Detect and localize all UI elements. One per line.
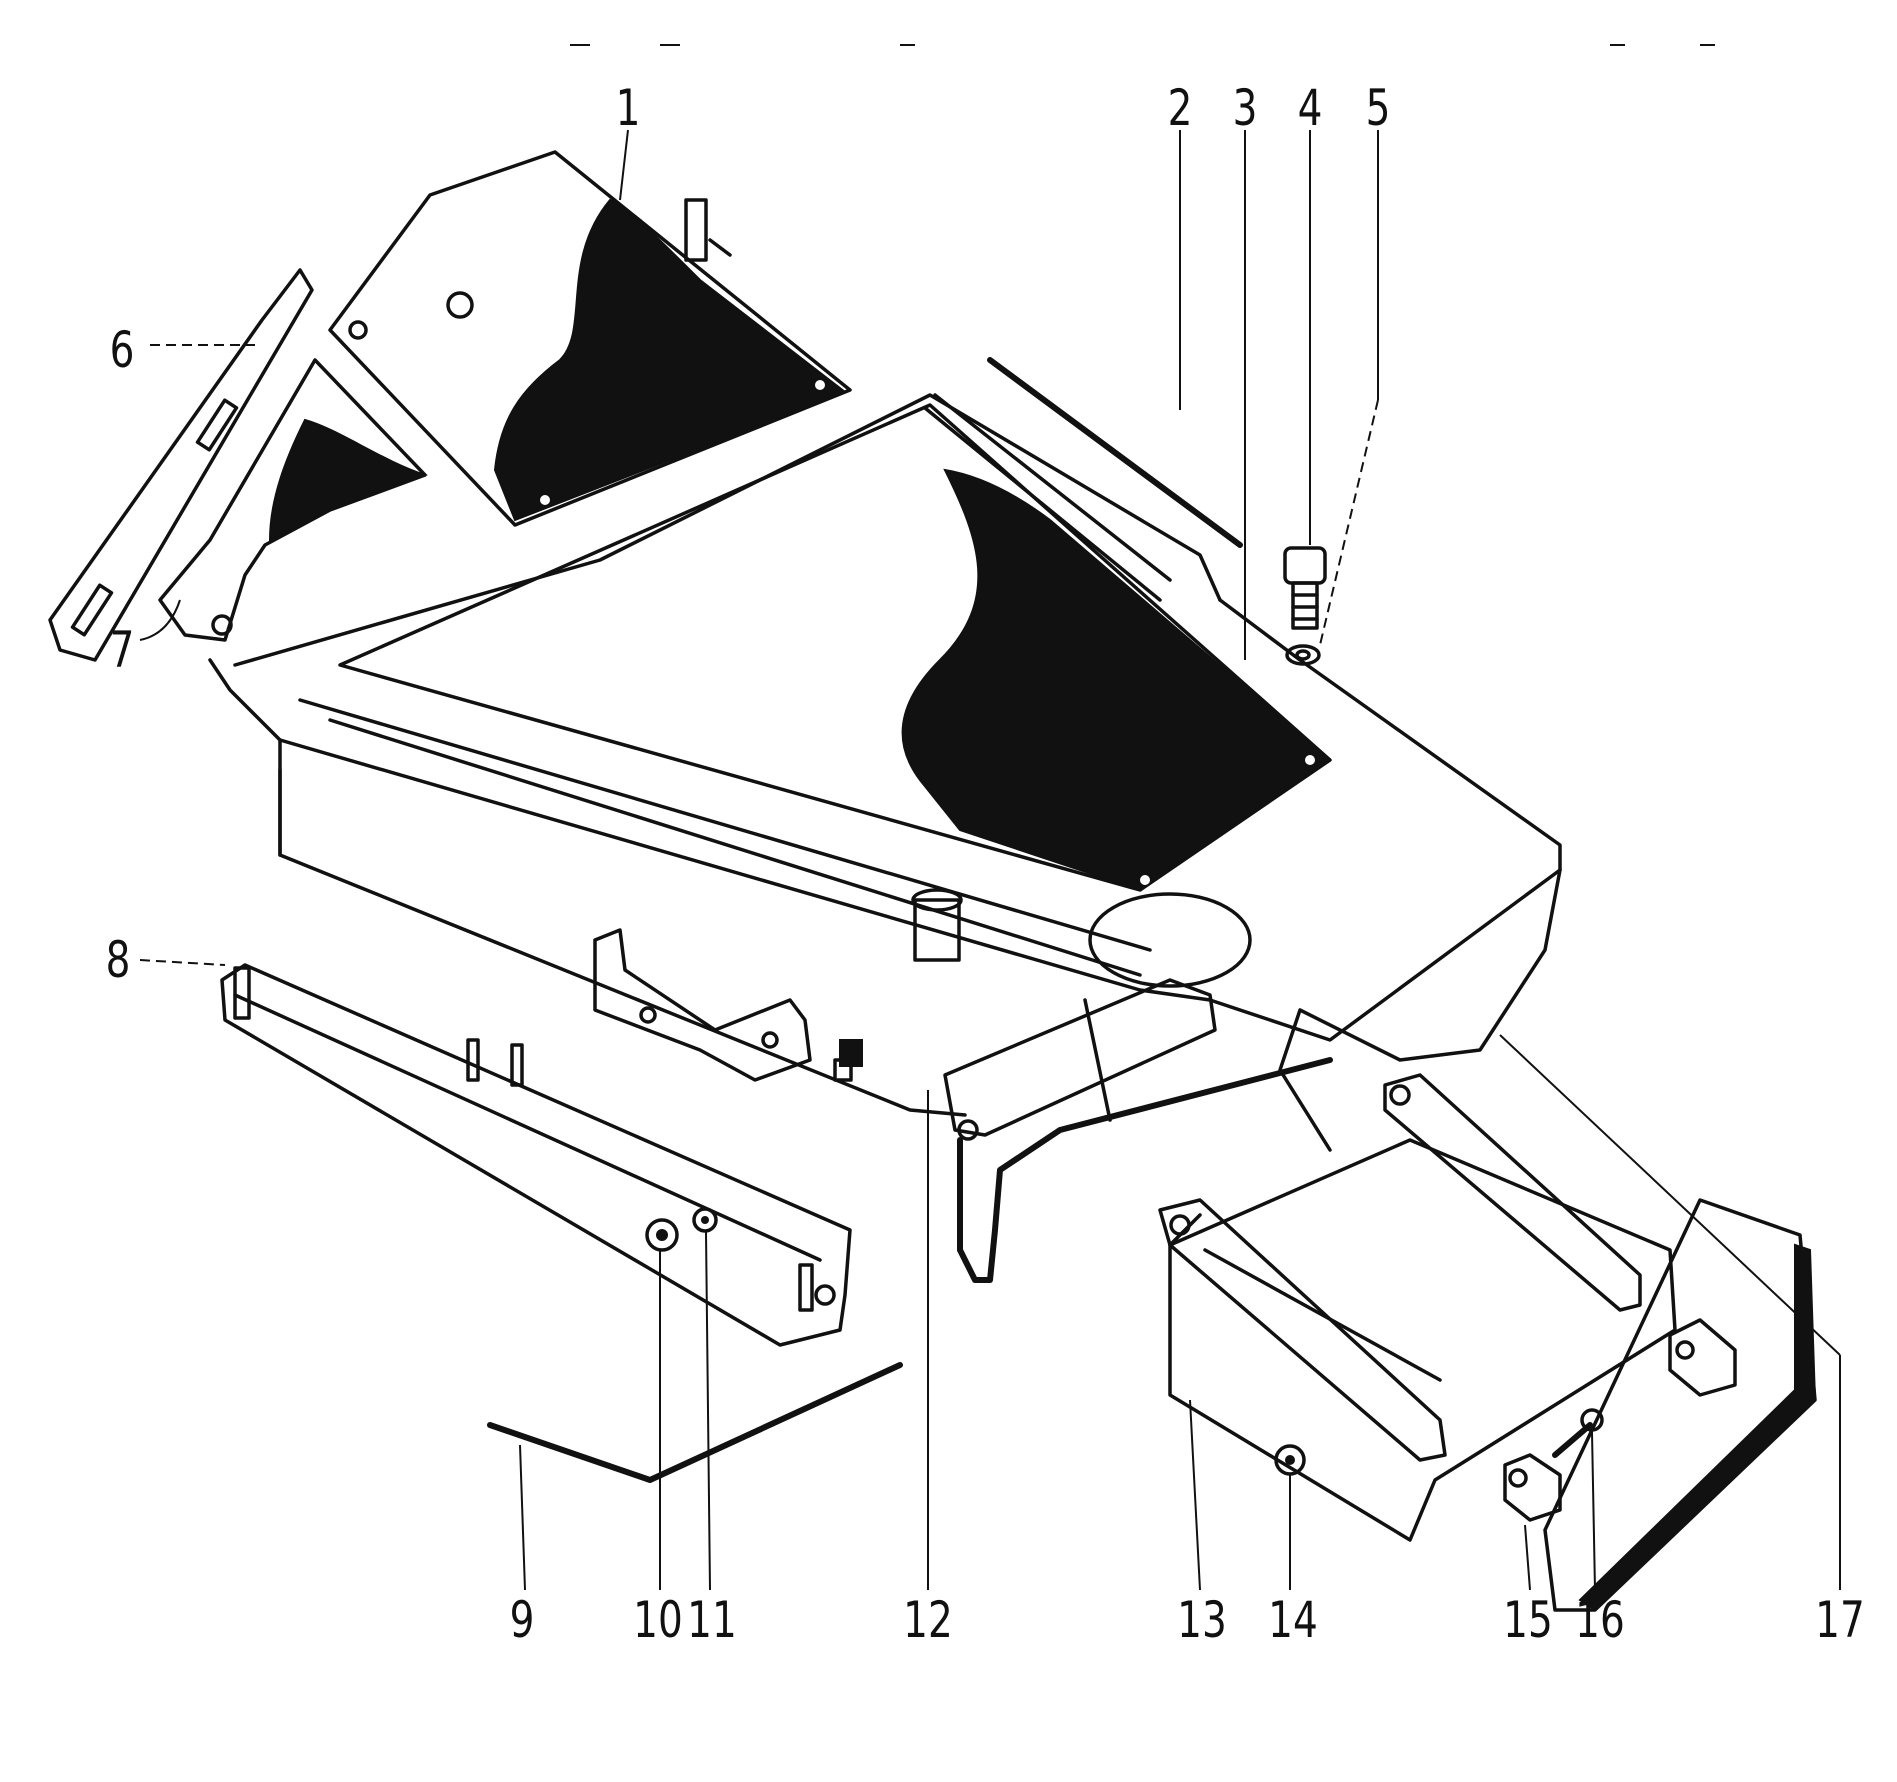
clip [833,1039,863,1082]
label-part-6: 6 [109,321,135,379]
label-part-13: 13 [1177,1591,1227,1649]
bent-rod [487,1362,903,1483]
leader-lines [139,129,1841,1591]
bolt [1283,546,1327,630]
nut-10 [645,1218,679,1252]
label-part-16: 16 [1575,1591,1625,1649]
arm-right [1383,1073,1642,1312]
label-part-1: 1 [615,79,641,137]
chute-plate-upper [328,150,852,527]
label-part-10: 10 [633,1591,683,1649]
arm-left [1158,1198,1447,1462]
nut-11 [692,1207,718,1233]
label-part-8: 8 [105,931,131,989]
bracket [158,358,429,642]
lower-cover [1168,1138,1677,1542]
label-part-14: 14 [1268,1591,1318,1649]
hinge-block-upper [1668,1318,1737,1397]
label-part-9: 9 [509,1591,535,1649]
label-part-4: 4 [1297,79,1323,137]
label-part-12: 12 [903,1591,953,1649]
label-part-15: 15 [1503,1591,1553,1649]
main-frame [208,393,1562,1283]
washer [1285,644,1321,666]
label-part-2: 2 [1167,79,1193,137]
label-part-3: 3 [1232,79,1258,137]
label-part-7: 7 [109,621,135,679]
frame-rail-top [923,393,1172,602]
hinge-block-lower [1503,1453,1562,1522]
label-part-5: 5 [1365,79,1391,137]
side-plate [48,268,314,662]
hinge-pin [1552,1408,1604,1458]
bottom-rail [220,963,852,1347]
frame-post [684,198,732,262]
rod [987,357,1243,548]
label-part-17: 17 [1815,1591,1865,1649]
back-plate [1543,1198,1817,1612]
chute-plate-lower [338,403,1332,892]
label-part-11: 11 [687,1591,737,1649]
